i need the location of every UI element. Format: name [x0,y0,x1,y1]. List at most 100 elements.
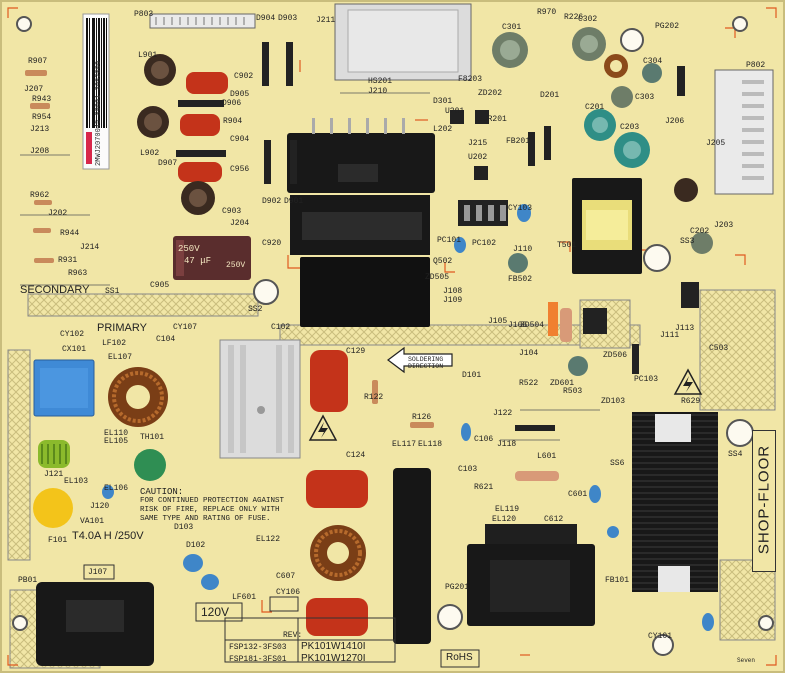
ref: D103 [174,523,194,532]
caution-title: CAUTION: [140,487,184,497]
ref: ZD103 [601,397,626,406]
ref: J120 [90,502,110,511]
ref: J122 [493,409,513,418]
capacitor-c905 [173,236,251,280]
ref: C124 [346,451,366,460]
soldering-arrow [387,346,453,374]
ref: J208 [30,147,50,156]
ref: R226 [564,13,584,22]
ref: D904 [256,14,276,23]
ref: C129 [346,347,366,356]
ref: ZD202 [478,89,503,98]
pin-header [458,200,508,226]
ref: SCR201 [478,115,507,124]
ref: J105 [488,317,508,326]
barcode-sticker [82,13,110,170]
ref: J213 [30,125,50,134]
soldering-direction-1: SOLDERING [408,356,444,363]
ref: J204 [230,219,250,228]
ref: FB502 [508,275,533,284]
ref: F8203 [458,75,483,84]
ref: J107 [88,568,108,577]
ref: L202 [433,125,453,134]
ref: P802 [746,61,766,70]
caution-line-1: FOR CONTINUED PROTECTION AGAINST [140,497,285,505]
ac-input-connector [36,582,154,666]
diodes [176,42,685,431]
hatch-area-right [699,289,776,411]
c905-rating-3: 250V [226,261,246,270]
ref: R621 [474,483,494,492]
ref: VA101 [80,517,105,526]
electrolytic-capacitors [137,27,713,376]
pk-code-2: PK101W1270I [301,653,366,664]
ref: R931 [58,256,78,265]
model-2: FSP181-3FS01 [229,655,287,664]
ref: C904 [230,135,250,144]
resistors [25,70,572,481]
ref: D901 [284,197,304,206]
ref: D101 [462,371,482,380]
ref: C302 [578,15,598,24]
c905-rating-1: 250V [178,244,200,254]
ref: C503 [709,344,729,353]
pk-code-1: PK101W1410I [301,641,366,652]
ref: EL122 [256,535,281,544]
connector-p802 [714,69,774,195]
toroid-el122 [310,525,366,581]
ref: R126 [412,413,432,422]
ref: EL117 [392,440,417,449]
ref: J207 [24,85,44,94]
ref: FB201 [506,137,531,146]
ref: SS6 [610,459,625,468]
ref: J108 [443,287,463,296]
ref: D903 [278,14,298,23]
ref: U201 [445,107,465,116]
ref: C303 [635,93,655,102]
ref: D301 [433,97,453,106]
ref: D201 [540,91,560,100]
ref: PG202 [655,22,680,31]
hatch-area-left [7,349,31,561]
ref: SS2 [248,305,263,314]
ref: C612 [544,515,564,524]
ref: J210 [368,87,388,96]
ref: D102 [186,541,206,550]
primary-label: PRIMARY [97,322,147,334]
secondary-label: SECONDARY [20,284,90,296]
transformer-t501 [572,178,642,274]
ref: EL119 [495,505,520,514]
ref: J109 [443,296,463,305]
ref: T501 [557,241,577,250]
ref: U202 [468,153,488,162]
ref: R944 [60,229,80,238]
ref: C203 [620,123,640,132]
ref: J211 [316,16,336,25]
ref: J118 [497,440,517,449]
film-capacitors [178,72,368,636]
ref: C903 [222,207,242,216]
ref: R122 [364,393,384,402]
ref: D906 [222,99,242,108]
ref: EL106 [104,484,129,493]
ref: J106 [508,321,528,330]
ref: R954 [32,113,52,122]
ref: F101 [48,536,68,545]
ref: PG201 [445,583,470,592]
ref: FB101 [605,576,630,585]
heatsink-primary [219,339,301,459]
soldering-direction-2: DIRECTION [408,363,444,370]
ref: PC103 [634,375,659,384]
ref: CY103 [508,204,533,213]
hatch-area-primary-top [27,293,259,317]
ref: TH101 [140,433,165,442]
caution-line-2: RISK OF FIRE, REPLACE ONLY WITH [140,506,280,514]
caution-line-3: SAME TYPE AND RATING OF FUSE. [140,515,271,523]
test-points [12,16,774,656]
ref: J205 [706,139,726,148]
ref: C601 [568,490,588,499]
ref: C956 [230,165,250,174]
ref: PB01 [18,576,38,585]
ref: C902 [234,72,254,81]
